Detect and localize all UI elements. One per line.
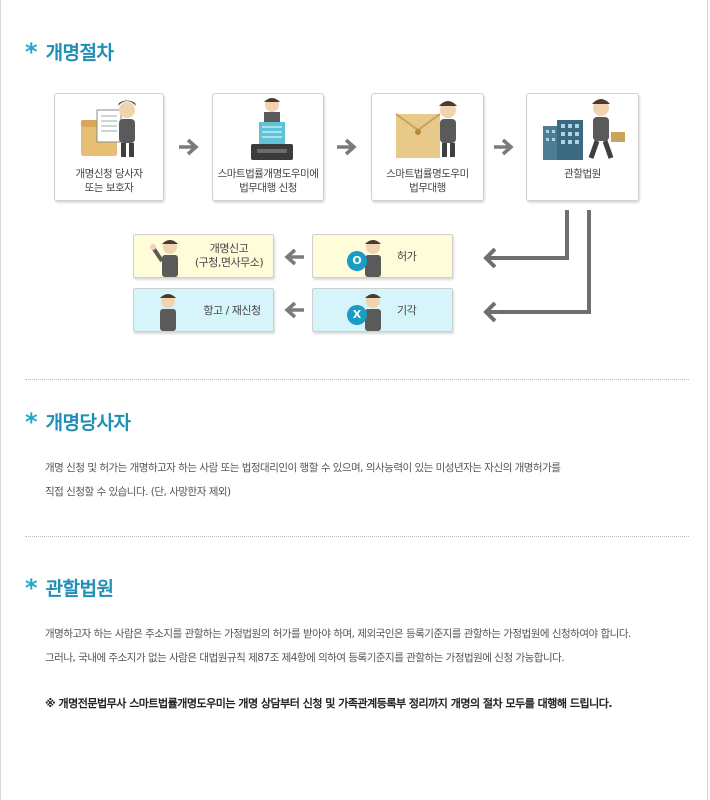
asterisk-icon: * xyxy=(25,573,38,602)
fax-printer-icon xyxy=(251,98,293,160)
court-line: 개명하고자 하는 사람은 주소지를 관할하는 가정법원의 허가를 받아야 하며,… xyxy=(45,628,631,640)
label-line1: 스마트법률개명도우미에 xyxy=(217,168,319,180)
report-label: 개명신고 (구청,면사무소) xyxy=(186,242,272,270)
arrow-right-icon xyxy=(494,138,514,156)
flow-step-label: 스마트법률명도우미 법무대행 xyxy=(372,167,483,195)
label-line2: 또는 보호자 xyxy=(84,182,134,194)
outcome-appeal-box: 항고 / 재신청 xyxy=(133,288,274,332)
asterisk-icon: * xyxy=(25,407,38,436)
man-waving-icon xyxy=(150,240,178,277)
section-divider xyxy=(25,379,689,380)
flow-step-applicant: 개명신청 당사자 또는 보호자 xyxy=(54,93,164,201)
court-connector-lines xyxy=(483,210,591,323)
section-title-procedure: * 개명절차 xyxy=(25,37,114,66)
arrow-left-icon xyxy=(284,301,304,319)
outcome-report-box: 개명신고 (구청,면사무소) xyxy=(133,234,274,278)
outcome-reject-box: X 기각 xyxy=(312,288,453,332)
label-line1: 관할법원 xyxy=(564,168,601,180)
reject-badge: X xyxy=(347,305,367,325)
flow-step-agency-service: 스마트법률명도우미 법무대행 xyxy=(371,93,484,201)
party-line: 직접 신청할 수 있습니다. (단, 사망한자 제외) xyxy=(45,486,231,498)
man-icon xyxy=(365,240,381,277)
man-icon xyxy=(160,294,176,331)
reject-label: 기각 xyxy=(397,304,417,317)
section-title-party: * 개명당사자 xyxy=(25,407,131,436)
flow-step-label: 개명신청 당사자 또는 보호자 xyxy=(55,167,163,195)
party-line: 개명 신청 및 허가는 개명하고자 하는 사람 또는 법정대리인이 행할 수 있… xyxy=(45,462,561,474)
section-title-court: * 관할법원 xyxy=(25,573,114,602)
flow-step-agency-request: 스마트법률개명도우미에 법무대행 신청 xyxy=(212,93,324,201)
arrow-right-icon xyxy=(337,138,357,156)
envelope-icon xyxy=(395,101,457,158)
folder-documents-icon xyxy=(81,100,136,157)
flow-step-court: 관할법원 xyxy=(526,93,639,201)
arrow-right-icon xyxy=(179,138,199,156)
party-description: 개명 신청 및 허가는 개명하고자 하는 사람 또는 법정대리인이 행할 수 있… xyxy=(45,456,685,504)
flow-step-label: 관할법원 xyxy=(527,167,638,181)
label-line1: 개명신청 당사자 xyxy=(75,168,143,180)
court-building-icon xyxy=(543,99,625,160)
service-note: ※ 개명전문법무사 스마트법률개명도우미는 개명 상담부터 신청 및 가족관계등… xyxy=(45,697,613,710)
label-line2: 법무대행 신청 xyxy=(239,182,297,194)
flow-step-label: 스마트법률개명도우미에 법무대행 신청 xyxy=(213,167,323,195)
arrow-left-icon xyxy=(284,248,304,266)
section-title-text: 개명절차 xyxy=(45,42,114,64)
section-divider xyxy=(25,536,689,537)
section-title-text: 관할법원 xyxy=(45,578,114,600)
permit-label: 허가 xyxy=(397,250,417,263)
appeal-label: 항고 / 재신청 xyxy=(203,304,261,317)
report-label-line1: 개명신고 xyxy=(209,242,249,255)
section-title-text: 개명당사자 xyxy=(45,412,131,434)
court-line: 그러나, 국내에 주소지가 없는 사람은 대법원규칙 제87조 제4항에 의하여… xyxy=(45,652,565,664)
court-description: 개명하고자 하는 사람은 주소지를 관할하는 가정법원의 허가를 받아야 하며,… xyxy=(45,622,695,670)
label-line1: 스마트법률명도우미 xyxy=(386,168,469,180)
outcome-permit-box: O 허가 xyxy=(312,234,453,278)
permit-badge: O xyxy=(347,251,367,271)
label-line2: 법무대행 xyxy=(409,182,446,194)
man-icon xyxy=(365,294,381,331)
report-label-line2: (구청,면사무소) xyxy=(194,256,264,269)
asterisk-icon: * xyxy=(25,37,38,66)
